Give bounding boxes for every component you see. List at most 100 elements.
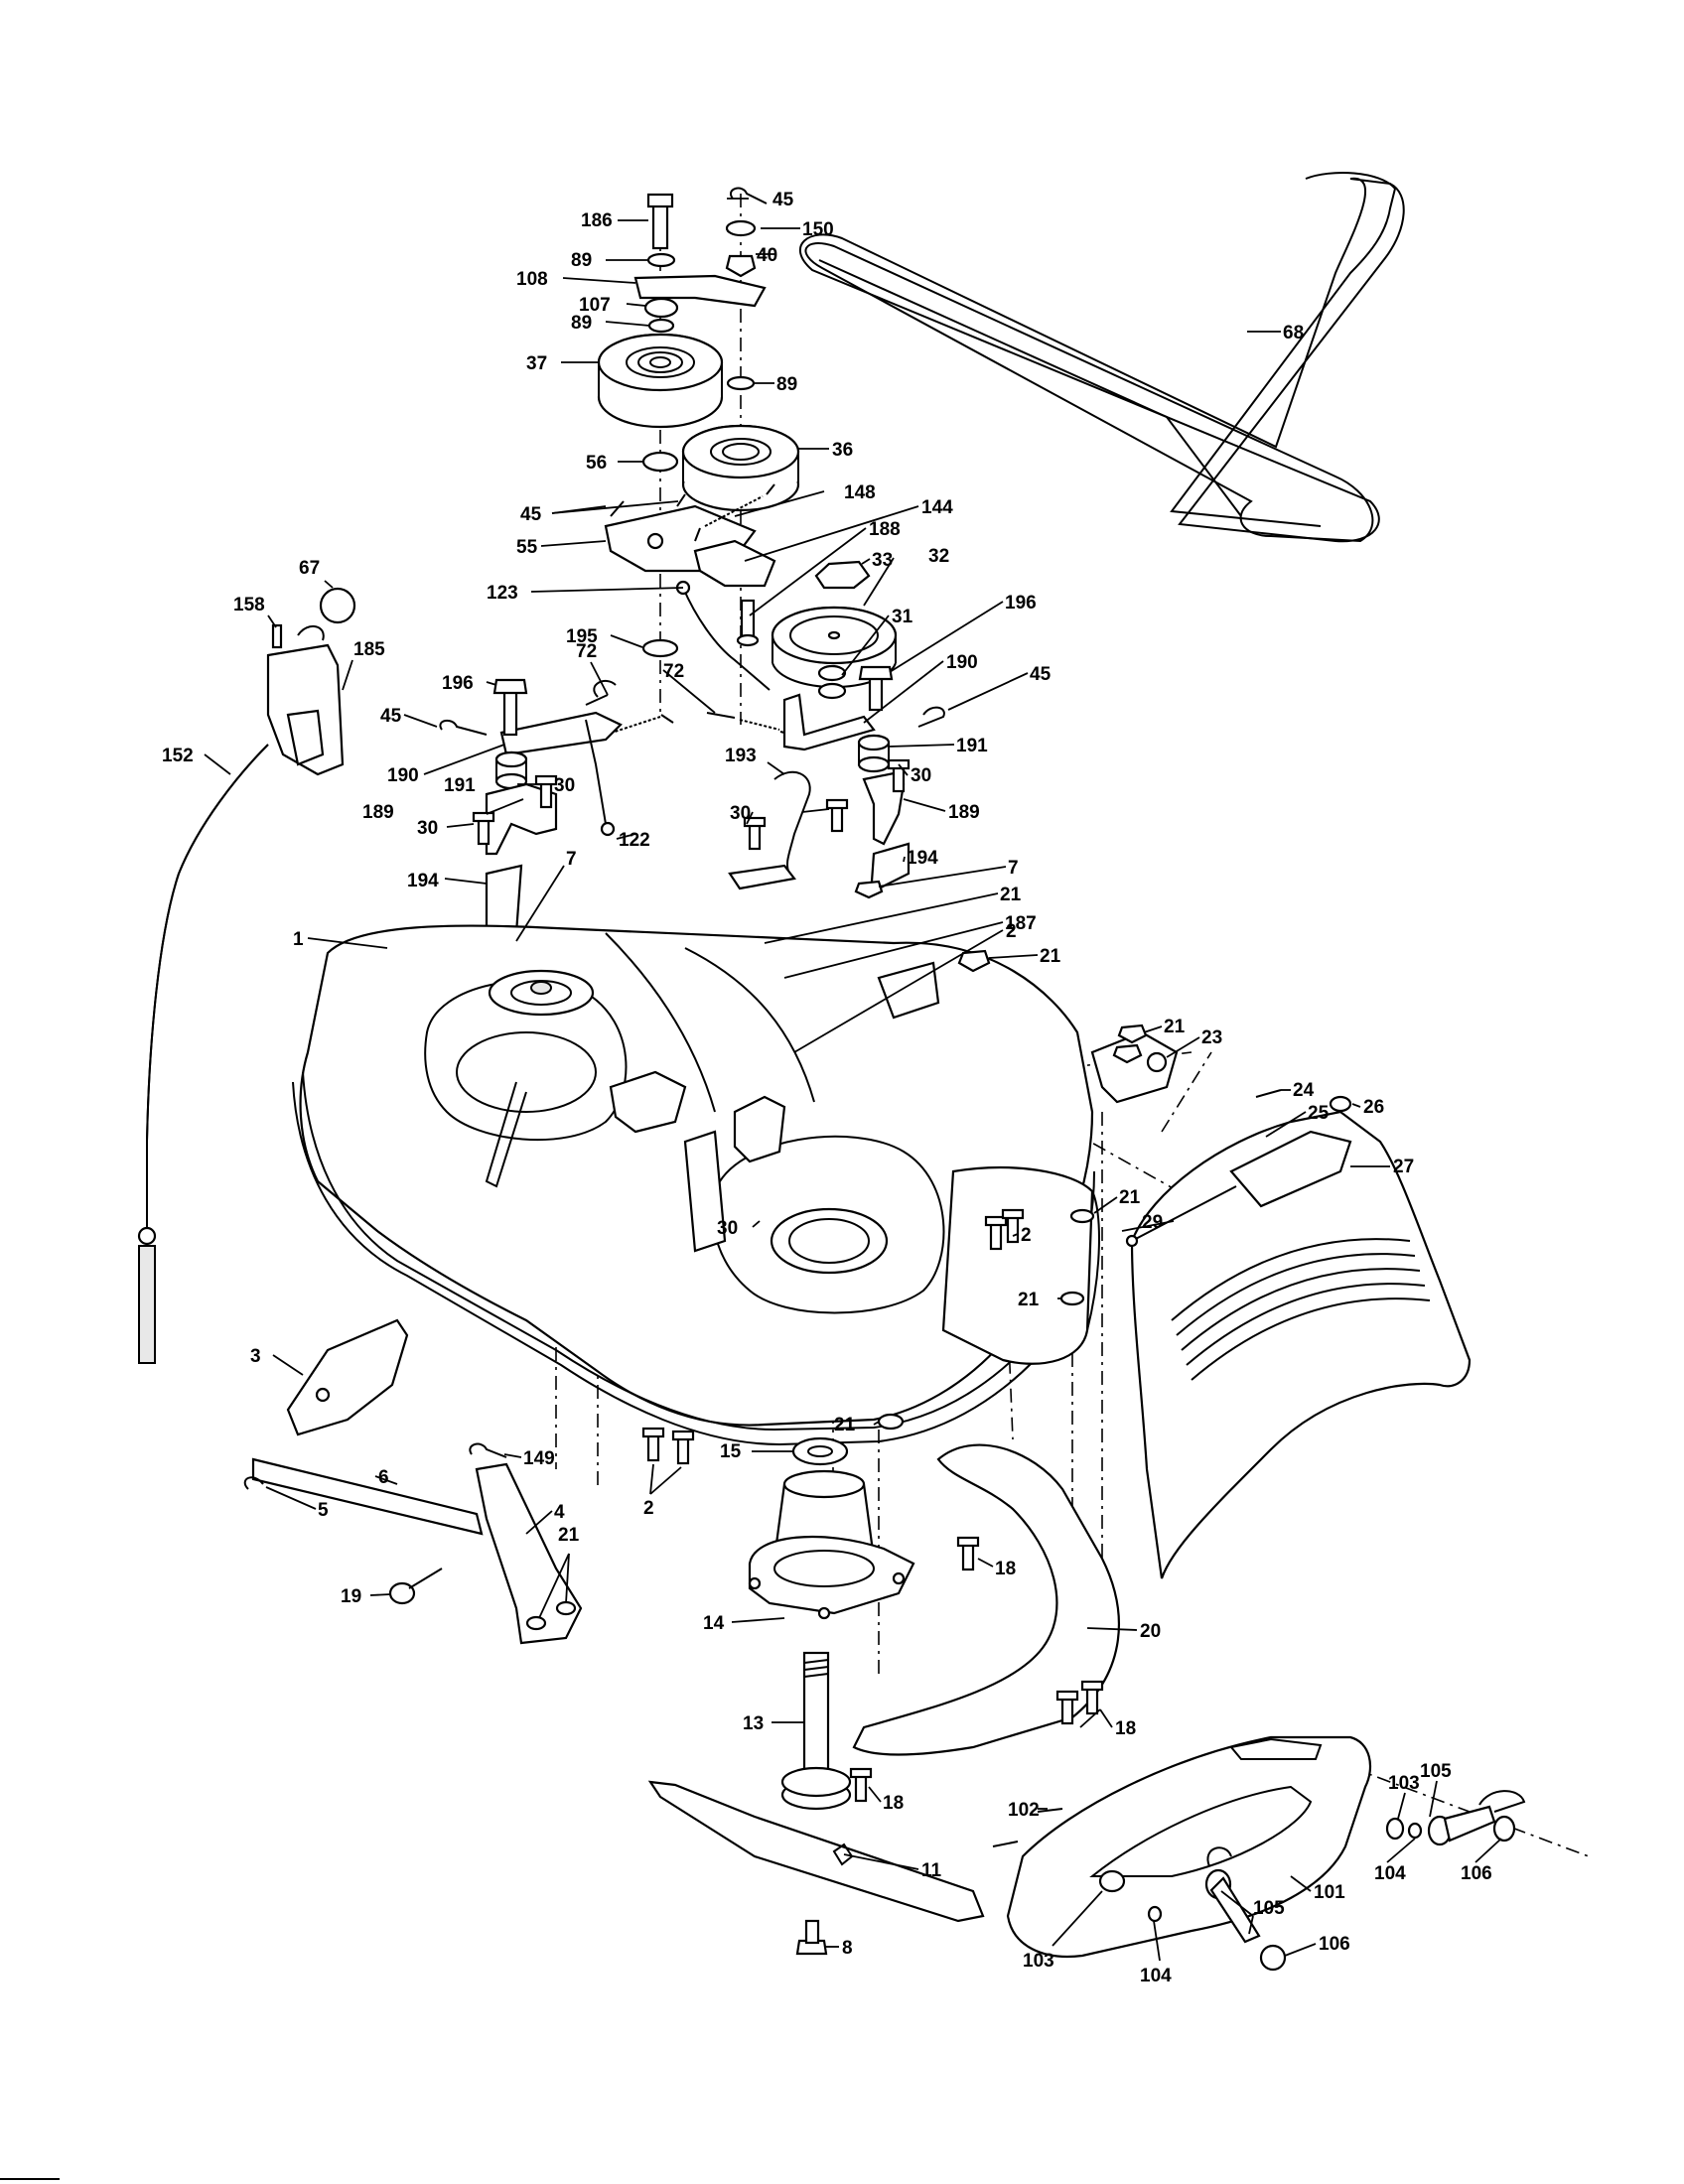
spring-pin-45-right <box>917 706 945 728</box>
washer-89-c <box>726 375 756 391</box>
washer-150 <box>725 219 757 237</box>
bolt-18-b2 <box>1080 1680 1104 1715</box>
callout-68: 68 <box>1283 323 1304 343</box>
callout-188: 188 <box>869 519 901 540</box>
washer-21-f <box>877 1413 905 1431</box>
rod-122 <box>585 719 607 825</box>
rod-193 <box>773 770 811 875</box>
callout-189-b: 189 <box>362 802 394 823</box>
cable-bracket-185 <box>266 625 345 776</box>
spring-148 <box>694 483 775 542</box>
callout-103-a: 103 <box>1388 1773 1420 1794</box>
callout-23: 23 <box>1201 1027 1222 1048</box>
callout-31: 31 <box>892 607 913 627</box>
nut-21-c <box>1117 1024 1148 1044</box>
callout-30-c: 30 <box>417 818 438 839</box>
washer-26 <box>1329 1095 1352 1113</box>
spring-pin-45-mid <box>610 493 686 517</box>
washer-103-top <box>1385 1817 1405 1841</box>
callout-185: 185 <box>353 639 385 660</box>
callout-190-b: 190 <box>387 765 419 786</box>
bolts-2-lower <box>641 1427 695 1465</box>
callout-21-e: 21 <box>1018 1290 1040 1310</box>
cable-end-152 <box>137 1226 157 1364</box>
callout-152: 152 <box>162 746 194 766</box>
callout-labels: 186 45 150 89 40 108 107 89 37 89 68 56 … <box>162 190 1492 1986</box>
callout-191-b: 191 <box>444 775 476 796</box>
bracket-3-hole <box>315 1387 331 1403</box>
callout-30-b: 30 <box>554 775 575 796</box>
nut-21-c2 <box>1112 1043 1143 1064</box>
callout-45-d: 45 <box>380 706 402 727</box>
callout-144: 144 <box>921 497 953 518</box>
idler-arm-190-left <box>499 711 623 756</box>
bolt-30-c <box>743 816 767 851</box>
callout-18-c: 18 <box>883 1793 904 1814</box>
callout-196-b: 196 <box>442 673 474 694</box>
callout-1: 1 <box>293 929 304 950</box>
callout-89-a: 89 <box>571 250 592 271</box>
spring-pin-45-top <box>730 187 768 205</box>
nut-33 <box>814 560 871 590</box>
spacer-56 <box>641 451 679 473</box>
bolt-30-a <box>534 774 558 809</box>
callout-194-a: 194 <box>907 848 938 869</box>
callout-187: 187 <box>1005 913 1037 934</box>
bearing-31-a <box>817 664 847 682</box>
spacer-15 <box>791 1436 849 1466</box>
idler-arm-108 <box>633 274 767 308</box>
discharge-chute-27 <box>1130 1110 1472 1579</box>
spacer-191-left <box>494 751 528 790</box>
callout-18-a: 18 <box>995 1559 1016 1579</box>
washer-21-d <box>1069 1208 1095 1224</box>
cable-152-inner <box>146 744 269 1231</box>
v-belt <box>799 172 1405 543</box>
idler-arm-190-right <box>782 693 876 751</box>
callout-8: 8 <box>842 1938 853 1959</box>
bolt-18-c <box>849 1767 873 1803</box>
rod-end-122 <box>600 821 616 837</box>
callout-30-d: 30 <box>730 803 751 824</box>
callout-150: 150 <box>802 219 834 240</box>
washer-21-e <box>1059 1291 1085 1306</box>
bracket-3 <box>286 1318 409 1436</box>
screw-158 <box>271 623 283 649</box>
callout-25: 25 <box>1308 1103 1330 1124</box>
bolt-8 <box>795 1919 828 1956</box>
callout-72-b: 72 <box>663 661 684 682</box>
callout-108: 108 <box>516 269 548 290</box>
callout-14: 14 <box>703 1613 725 1634</box>
wheel-axle-105-bottom <box>1204 1846 1261 1944</box>
callout-103-b: 103 <box>1023 1951 1054 1972</box>
pin-149 <box>469 1442 507 1458</box>
callout-21-a: 21 <box>1000 885 1022 905</box>
callout-26: 26 <box>1363 1097 1384 1118</box>
callout-89-b: 89 <box>571 313 592 334</box>
washer-89-b <box>647 318 675 334</box>
callout-191-a: 191 <box>956 736 988 756</box>
callout-101: 101 <box>1314 1882 1345 1903</box>
idler-pulley-36 <box>681 424 800 512</box>
bolt-18-a <box>956 1536 980 1571</box>
callout-29: 29 <box>1142 1212 1163 1233</box>
bolts-2-right <box>984 1208 1025 1251</box>
nut-21-b <box>957 949 991 973</box>
bolt-188 <box>736 599 760 647</box>
callout-33: 33 <box>872 550 893 571</box>
callout-189-a: 189 <box>948 802 980 823</box>
pulley-32 <box>771 606 898 688</box>
nut-104-bottom <box>1147 1905 1163 1923</box>
callout-190-a: 190 <box>946 652 978 673</box>
callout-11: 11 <box>921 1860 942 1881</box>
callout-24: 24 <box>1293 1080 1315 1101</box>
callout-21-g: 21 <box>558 1525 580 1546</box>
callout-107: 107 <box>579 295 611 316</box>
cover-101 <box>1006 1735 1372 1958</box>
callout-18-b: 18 <box>1115 1718 1136 1739</box>
rod-29 <box>1131 1185 1237 1242</box>
spring-pin-45-left <box>439 719 488 736</box>
leader-lines <box>204 198 1502 1962</box>
callout-67: 67 <box>299 558 320 579</box>
washer-89-a <box>646 252 676 268</box>
callout-21-d: 21 <box>1119 1187 1141 1208</box>
